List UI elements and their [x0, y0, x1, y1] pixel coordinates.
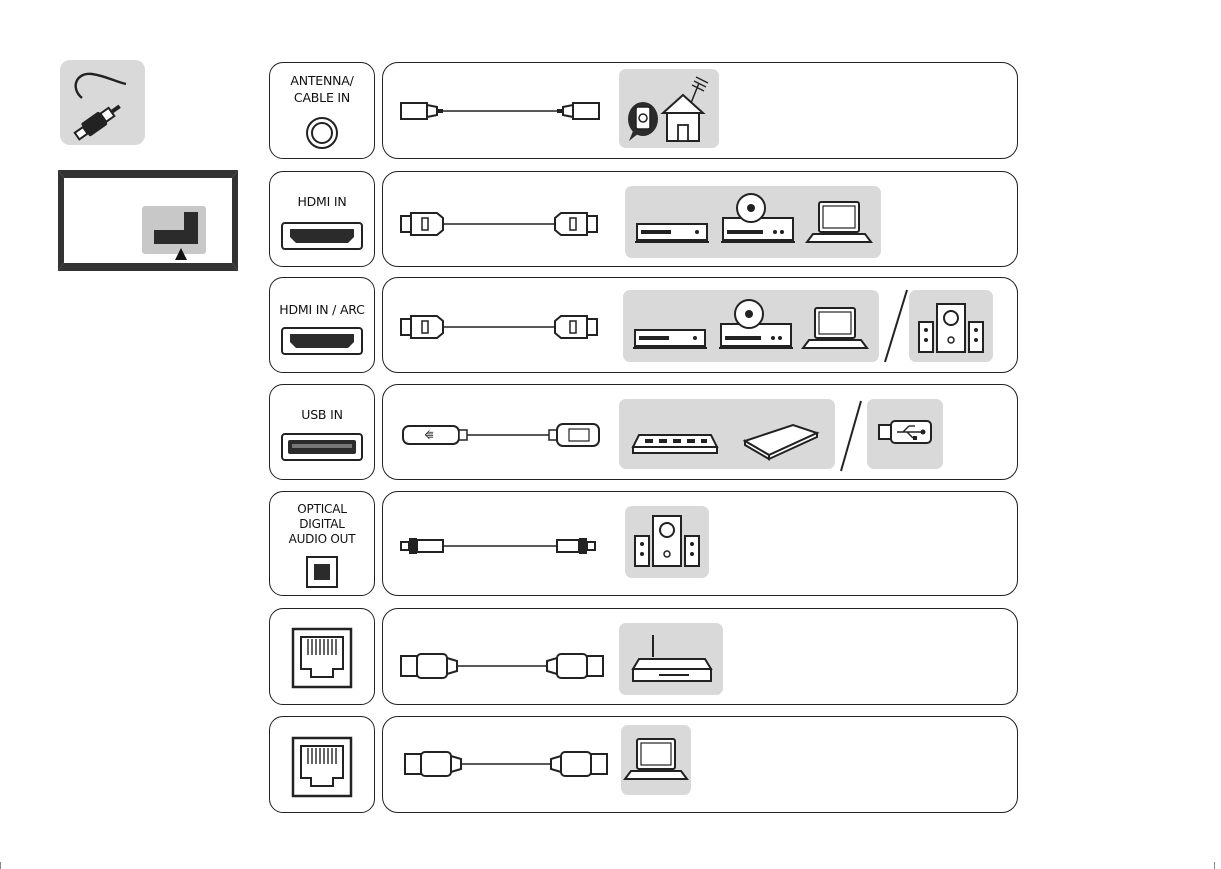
tv-rear-panel-icon	[56, 168, 240, 273]
lan-router-connection-row	[382, 608, 1018, 705]
coax-cable-icon	[397, 96, 607, 126]
ethernet-port-icon	[287, 732, 357, 802]
antenna-port-panel: ANTENNA/ CABLE IN	[269, 62, 375, 159]
coax-port-icon	[302, 113, 342, 153]
ethernet-port-icon	[287, 623, 357, 693]
lan-port-panel-router	[269, 608, 375, 705]
crop-mark-right	[1214, 862, 1215, 869]
speaker-system-icon	[909, 290, 993, 362]
usb-port-label: USB IN	[270, 407, 374, 422]
usb-flash-drive-icon	[867, 399, 943, 469]
ethernet-cable-icon	[401, 747, 621, 781]
laptop-icon	[621, 725, 691, 795]
ethernet-cable-icon	[397, 649, 617, 683]
svg-text:⭅: ⭅	[425, 430, 434, 442]
lan-port-panel-pc	[269, 716, 375, 813]
optical-port-icon	[302, 552, 342, 592]
hdmi-port-icon	[280, 221, 364, 251]
lan-pc-connection-row	[382, 716, 1018, 813]
hdmi-arc-connection-row	[382, 277, 1018, 373]
arc-playback-devices-group	[623, 290, 879, 362]
router-icon	[619, 623, 723, 695]
hdmi-cable-icon	[397, 207, 607, 241]
speaker-system-icon	[625, 506, 709, 578]
optical-cable-icon	[397, 531, 607, 561]
dvd-player-icon	[719, 186, 799, 258]
blu-ray-player-icon	[633, 186, 709, 258]
usb-connection-row: ⭅	[382, 384, 1018, 480]
or-divider-slash	[837, 395, 867, 475]
crop-mark-left	[0, 862, 1, 869]
usb-port-icon	[280, 432, 364, 462]
laptop-icon	[805, 186, 875, 258]
antenna-port-label-line1: ANTENNA/	[270, 73, 374, 88]
playback-devices-group	[625, 186, 881, 258]
or-divider-slash	[881, 286, 911, 366]
usb-cable-icon: ⭅	[399, 418, 619, 452]
hdmi-port-panel: HDMI IN	[269, 171, 375, 267]
laptop-icon	[801, 290, 871, 362]
optical-port-panel: OPTICAL DIGITAL AUDIO OUT	[269, 491, 375, 596]
hdmi-arc-port-icon	[280, 326, 364, 356]
optical-port-label-line1: OPTICAL	[270, 502, 374, 517]
hdmi-arc-port-panel: HDMI IN / ARC	[269, 277, 375, 373]
antenna-connection-row	[382, 62, 1018, 159]
blu-ray-player-icon	[631, 290, 707, 362]
hdmi-arc-cable-icon	[397, 310, 607, 344]
hdmi-port-label: HDMI IN	[270, 194, 374, 209]
antenna-port-label-line2: CABLE IN	[270, 90, 374, 105]
cable-plug-icon	[60, 60, 145, 145]
hdmi-connection-row	[382, 171, 1018, 267]
usb-hub-icon	[625, 399, 725, 469]
usb-storage-devices-group	[619, 399, 835, 469]
usb-port-panel: USB IN	[269, 384, 375, 480]
wall-outlet-house-antenna-icon	[619, 69, 719, 148]
hdmi-arc-port-label: HDMI IN / ARC	[270, 302, 374, 317]
dvd-player-icon	[717, 290, 797, 362]
optical-port-label-line3: AUDIO OUT	[270, 532, 374, 547]
optical-connection-row	[382, 491, 1018, 596]
external-hard-drive-icon	[735, 399, 831, 469]
optical-port-label-line2: DIGITAL	[270, 517, 374, 532]
